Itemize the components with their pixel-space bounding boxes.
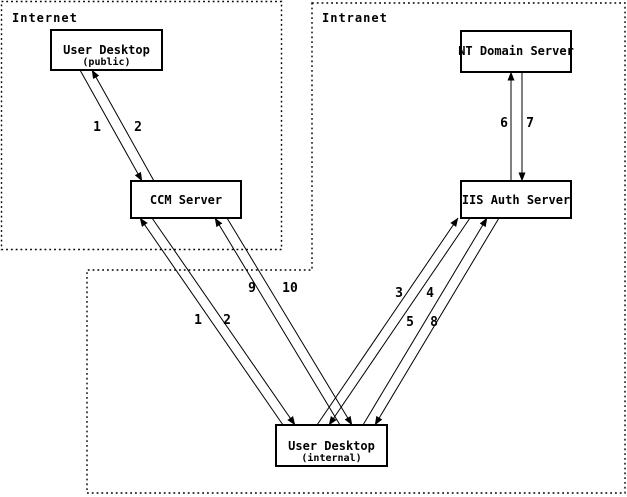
node-user-desktop-internal-box (275, 424, 388, 467)
edge-label-3: 3 (395, 286, 403, 301)
edge-line-1-public-to-ccm (79, 69, 143, 182)
node-user-desktop-public: User Desktop (public) (50, 29, 163, 71)
edge-line-1-internal-to-ccm (139, 217, 284, 426)
edge-line-3-internal-to-iis (316, 217, 459, 426)
node-nt-domain-server-title: NT Domain Server (458, 44, 574, 58)
edge-line-8-iis-to-internal (374, 217, 500, 426)
node-user-desktop-internal-subtitle: (internal) (301, 452, 361, 464)
intranet-zone-label: Intranet (322, 11, 388, 25)
node-ccm-server-title: CCM Server (150, 193, 222, 207)
node-nt-domain-server-box (460, 30, 572, 73)
edge-label-2: 2 (134, 120, 142, 135)
edge-line-5-internal-to-iis (362, 217, 488, 426)
node-user-desktop-public-box (50, 29, 163, 71)
node-iis-auth-server-box (460, 180, 572, 219)
node-ccm-server: CCM Server (130, 180, 242, 219)
edge-label-10: 10 (282, 281, 298, 296)
edge-label-1-internal: 1 (194, 313, 202, 328)
edge-label-5: 5 (406, 315, 414, 330)
edge-line-10-ccm-to-internal (226, 217, 353, 426)
node-user-desktop-internal-title: User Desktop (288, 439, 375, 453)
edge-line-2-ccm-to-public (91, 69, 155, 182)
node-nt-domain-server: NT Domain Server (458, 30, 574, 73)
intranet-zone-outline (86, 2, 626, 494)
internet-zone-label: Internet (12, 11, 78, 25)
edge-label-2-internal: 2 (223, 313, 231, 328)
node-ccm-server-box (130, 180, 242, 219)
node-user-desktop-public-title: User Desktop (63, 43, 150, 57)
node-iis-auth-server: IIS Auth Server (460, 180, 572, 219)
edge-label-7: 7 (526, 116, 534, 131)
edge-label-9: 9 (248, 281, 256, 296)
edge-label-4: 4 (426, 286, 434, 301)
edge-line-9-internal-to-ccm (214, 217, 341, 426)
edge-line-4-iis-to-internal (328, 217, 471, 426)
edge-label-1: 1 (93, 120, 101, 135)
edge-line-2-ccm-to-internal (151, 217, 296, 426)
node-iis-auth-server-title: IIS Auth Server (462, 193, 570, 207)
node-user-desktop-public-subtitle: (public) (82, 56, 130, 68)
node-user-desktop-internal: User Desktop (internal) (275, 424, 388, 467)
edge-label-8: 8 (430, 315, 438, 330)
edge-label-6: 6 (500, 116, 508, 131)
internet-zone-outline (0, 0, 283, 251)
